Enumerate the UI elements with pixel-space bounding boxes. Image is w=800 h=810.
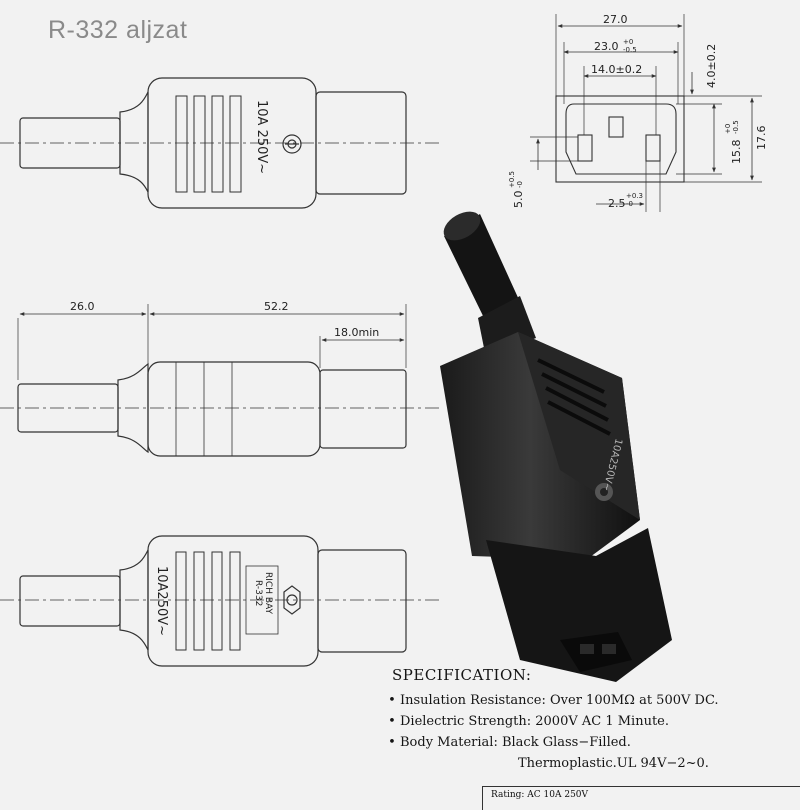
dim-bottom-tol-bottom: -0 bbox=[626, 200, 633, 208]
photo-grip-ribs bbox=[537, 358, 611, 436]
dim-height: 17.6 bbox=[755, 126, 768, 151]
top-grip-ribs bbox=[175, 95, 242, 193]
face-outer bbox=[555, 95, 685, 183]
spec-value: Black Glass−Filled. bbox=[501, 735, 631, 750]
side-strain-relief bbox=[117, 362, 149, 454]
spec-title: SPECIFICATION: bbox=[392, 666, 532, 684]
dim-cable: 26.0 bbox=[70, 300, 95, 313]
brand-line-1: RICH BAY bbox=[263, 572, 273, 614]
top-view-marking: 10A 250V~ bbox=[254, 100, 269, 174]
dim-min: 18.0min bbox=[334, 326, 379, 339]
page-title: R-332 aljzat bbox=[48, 16, 188, 44]
bottom-front bbox=[317, 549, 407, 653]
dim-total: 52.2 bbox=[264, 300, 289, 313]
side-front bbox=[319, 369, 407, 449]
photo-front bbox=[486, 528, 672, 682]
dim-inner-height-tol-top: +0 bbox=[724, 124, 732, 134]
dim-left-tol-top: +0.5 bbox=[508, 171, 516, 188]
spec-item: • Dielectric Strength: 2000V AC 1 Minute. bbox=[384, 711, 794, 732]
product-photo bbox=[440, 211, 672, 682]
bottom-grip-ribs bbox=[175, 551, 241, 651]
top-screw bbox=[282, 134, 302, 154]
side-view-drawing bbox=[0, 304, 440, 457]
dim-width: 27.0 bbox=[603, 13, 628, 26]
dim-inner: 23.0 bbox=[594, 40, 619, 53]
face-pin-top bbox=[608, 116, 624, 138]
dim-inner-tol-bottom: -0.5 bbox=[623, 46, 637, 54]
side-body bbox=[147, 361, 321, 457]
bottom-cable bbox=[19, 575, 121, 627]
dim-inner-height-tol-bottom: -0.5 bbox=[732, 120, 740, 134]
bullet-icon: • bbox=[388, 735, 396, 750]
face-view-drawing bbox=[530, 14, 762, 212]
photo-cable bbox=[444, 214, 520, 322]
spec-value: Over 100MΩ at 500V DC. bbox=[550, 693, 719, 708]
top-front bbox=[315, 91, 407, 195]
spec-label: Insulation Resistance: bbox=[400, 693, 546, 708]
dim-pin-pitch: 14.0±0.2 bbox=[591, 63, 642, 76]
spec-continuation: Thermoplastic.UL 94V−2~0. bbox=[518, 756, 709, 771]
specification-block: SPECIFICATION: • Insulation Resistance: O… bbox=[384, 666, 794, 774]
bottom-view-marking: 10A250V~ bbox=[154, 566, 169, 636]
spec-label: Body Material: bbox=[400, 735, 498, 750]
bullet-icon: • bbox=[388, 693, 396, 708]
rating-box: Rating: AC 10A 250V bbox=[482, 786, 800, 810]
bottom-hex-nut bbox=[283, 585, 301, 615]
dim-left-tol-bottom: -0 bbox=[516, 181, 524, 188]
side-view-dimensions: 26.0 52.2 18.0min bbox=[70, 300, 379, 339]
top-view-drawing bbox=[0, 77, 440, 209]
face-socket-outline bbox=[565, 103, 677, 175]
brand-box bbox=[245, 565, 279, 635]
bottom-body bbox=[147, 535, 319, 667]
face-view-dimensions: 27.0 23.0 +0 -0.5 14.0±0.2 4.0±0.2 17.6 … bbox=[508, 13, 768, 210]
dim-inner-tol-top: +0 bbox=[623, 38, 633, 46]
brand-line-2: R-332 bbox=[253, 580, 263, 606]
spec-item: • Insulation Resistance: Over 100MΩ at 50… bbox=[384, 690, 794, 711]
spec-item: • Body Material: Black Glass−Filled. bbox=[384, 732, 794, 753]
dim-top: 4.0±0.2 bbox=[705, 44, 718, 88]
bullet-icon: • bbox=[388, 714, 396, 729]
face-pin-right bbox=[645, 134, 661, 162]
dim-inner-height: 15.8 bbox=[730, 140, 743, 165]
spec-label: Dielectric Strength: bbox=[400, 714, 532, 729]
face-pin-left bbox=[577, 134, 593, 162]
dim-left: 5.0 bbox=[512, 191, 525, 209]
spec-value: 2000V AC 1 Minute. bbox=[535, 714, 670, 729]
dim-bottom: 2.5 bbox=[608, 197, 626, 210]
bottom-view-drawing bbox=[0, 535, 440, 667]
dim-bottom-tol-top: +0.3 bbox=[626, 192, 643, 200]
top-strain-relief bbox=[119, 91, 149, 193]
